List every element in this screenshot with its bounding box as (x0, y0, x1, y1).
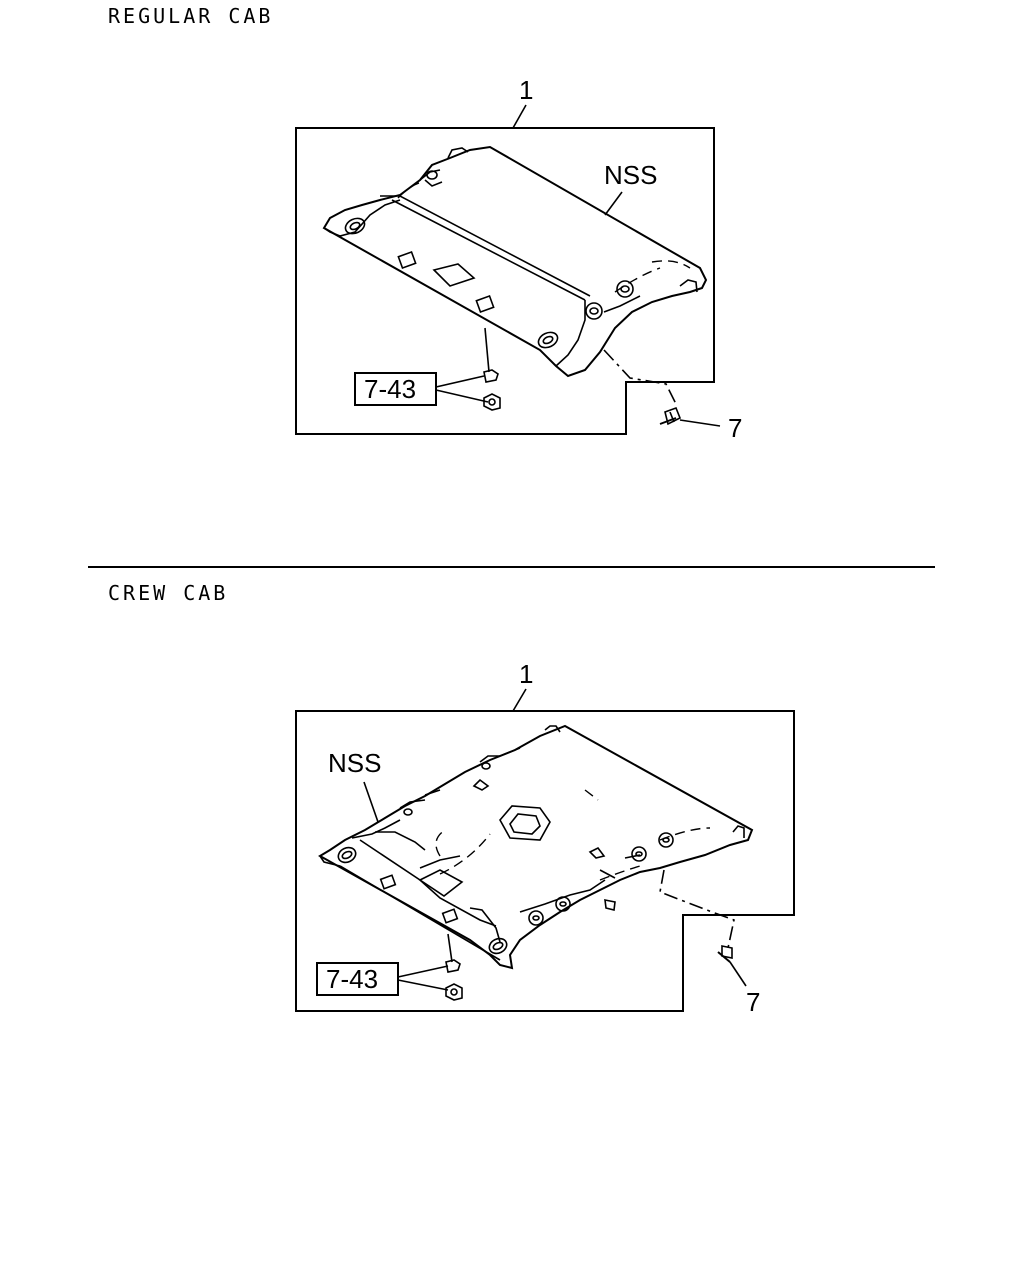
section-title-crew-cab: CREW CAB (108, 581, 229, 605)
fastener-leader (729, 961, 747, 987)
clip-a (483, 369, 499, 383)
ref-leader-a (397, 965, 449, 978)
headliner-panel (322, 145, 708, 378)
part-callout-1: 1 (519, 75, 533, 105)
ref-leader-a (435, 375, 485, 388)
ref-leader-b (397, 979, 449, 991)
fastener-7 (659, 406, 682, 426)
headliner-diagram-regular-cab: 1 NSS 7-43 (295, 75, 742, 443)
section-title-regular-cab: REGULAR CAB (108, 4, 274, 28)
callout-leader (512, 688, 527, 712)
fastener-callout-7: 7 (728, 413, 742, 443)
clip-leader (484, 327, 490, 373)
clip-b (445, 983, 463, 1001)
ref-box-label: 7-43 (364, 374, 416, 404)
nss-leader (604, 191, 623, 216)
fastener-7 (717, 945, 733, 963)
ref-box-7-43 (316, 962, 399, 996)
callout-leader (512, 104, 527, 129)
clip-b (483, 393, 501, 411)
ref-box-7-43 (354, 372, 437, 406)
ref-leader-b (435, 389, 489, 403)
ref-box-label: 7-43 (326, 964, 378, 994)
fastener-dash-leader (603, 349, 677, 405)
fastener-dash-leader (659, 869, 735, 949)
fastener-leader (679, 419, 721, 427)
assembly-frame (295, 710, 795, 1012)
variant-label-nss: NSS (604, 160, 657, 190)
clip-leader (447, 933, 453, 963)
variant-label-nss: NSS (328, 748, 381, 778)
fastener-callout-7: 7 (746, 987, 760, 1017)
part-callout-1: 1 (519, 659, 533, 689)
assembly-frame (295, 127, 715, 435)
clip-a (445, 959, 461, 973)
headliner-diagram-crew-cab: 1 (295, 659, 795, 1017)
nss-leader (363, 781, 379, 823)
headliner-panel (318, 724, 754, 970)
section-divider (88, 566, 935, 568)
